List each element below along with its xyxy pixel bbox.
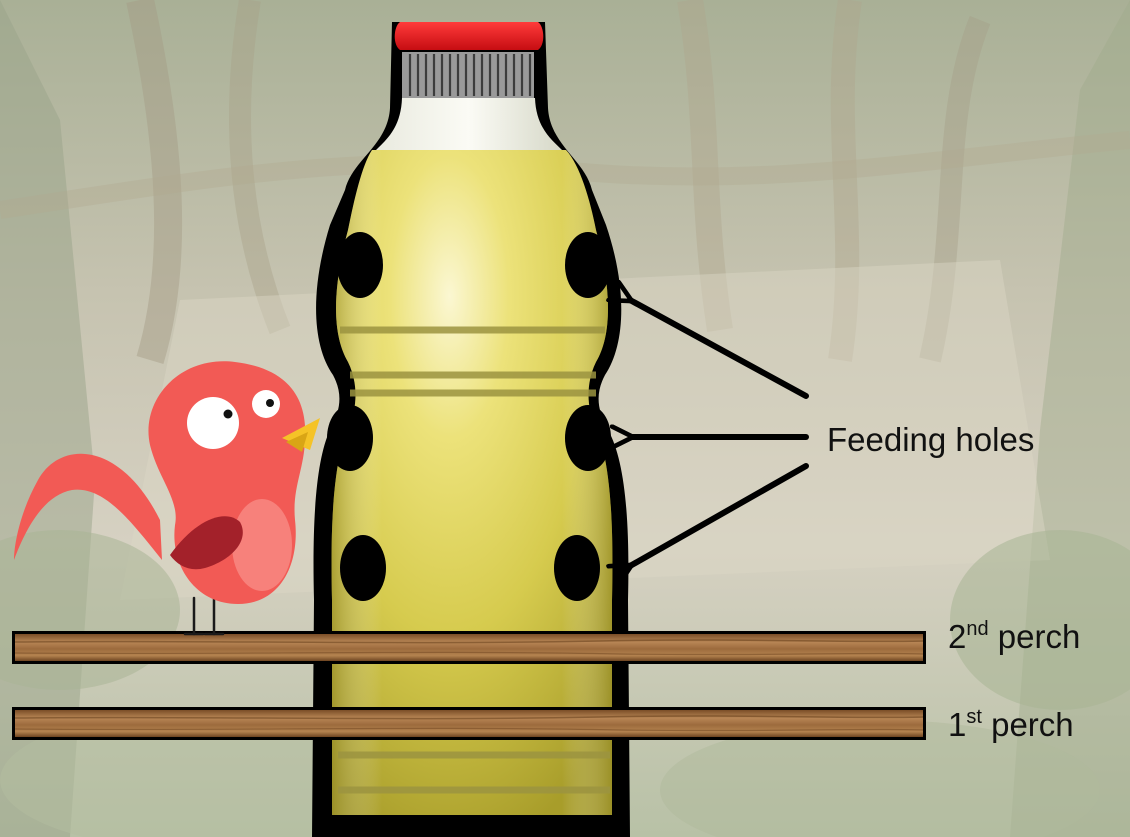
- perch-1-word: perch: [991, 706, 1074, 743]
- feeding-hole: [340, 535, 386, 601]
- perch-2-suffix: nd: [966, 618, 988, 640]
- feeding-hole: [565, 232, 611, 298]
- label-2nd-perch: 2nd perch: [948, 620, 1080, 653]
- perch-1-suffix: st: [966, 706, 982, 728]
- perch-1: [12, 707, 926, 740]
- bottle-cap: [395, 22, 544, 50]
- perch-2: [12, 631, 926, 664]
- feeding-hole: [554, 535, 600, 601]
- feeding-hole: [565, 405, 611, 471]
- perch-2-number: 2: [948, 618, 966, 655]
- label-feeding-holes: Feeding holes: [827, 423, 1034, 456]
- perch-2-word: perch: [998, 618, 1081, 655]
- label-1st-perch: 1st perch: [948, 708, 1074, 741]
- feeding-hole: [337, 232, 383, 298]
- perch-1-number: 1: [948, 706, 966, 743]
- feeding-hole: [327, 405, 373, 471]
